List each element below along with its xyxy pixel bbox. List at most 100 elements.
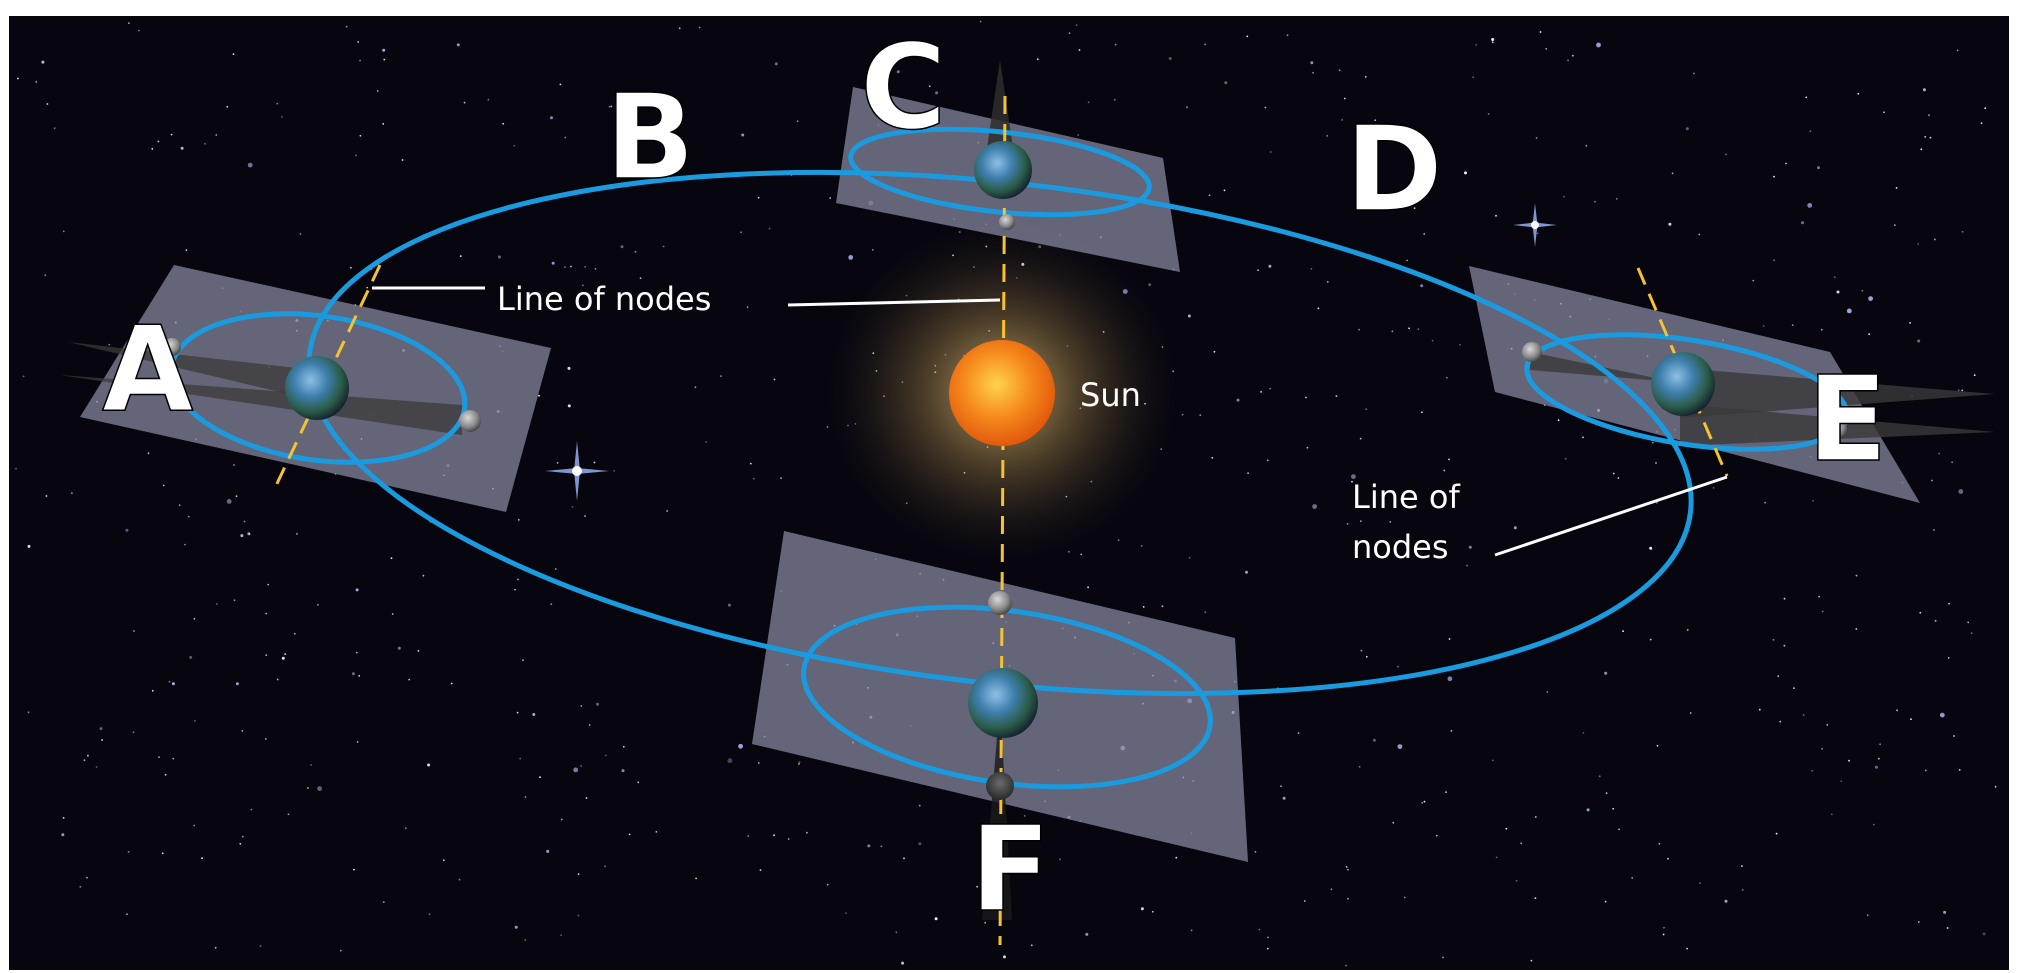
star (1085, 932, 1089, 936)
star (355, 651, 358, 654)
star (757, 762, 760, 764)
star (1699, 882, 1701, 884)
earth-shadow-f (982, 700, 1012, 920)
star (1446, 376, 1448, 379)
star (1023, 815, 1026, 817)
star (1365, 408, 1368, 411)
star (550, 603, 553, 606)
star (1466, 564, 1468, 567)
star (637, 781, 640, 784)
star (1435, 834, 1438, 837)
star (189, 655, 193, 659)
star (1520, 842, 1523, 845)
star (787, 838, 790, 840)
star (204, 142, 207, 145)
star (404, 827, 407, 830)
star (554, 568, 557, 570)
star (1773, 259, 1775, 262)
star (1397, 665, 1399, 668)
star (1030, 944, 1033, 947)
star (1360, 520, 1362, 523)
star (226, 105, 229, 108)
star (741, 133, 745, 137)
star (1920, 148, 1923, 151)
star (1772, 638, 1775, 641)
star (1330, 888, 1333, 891)
star (903, 857, 905, 860)
star (1779, 720, 1782, 723)
star (1946, 927, 1949, 929)
star (1338, 69, 1341, 72)
star (62, 230, 65, 233)
star (1970, 632, 1973, 634)
star (1351, 474, 1356, 479)
star (351, 672, 355, 676)
star (514, 588, 516, 591)
star (1247, 472, 1249, 474)
star (1961, 389, 1964, 392)
star (1515, 879, 1518, 882)
star (1982, 932, 1986, 936)
star (1820, 328, 1823, 331)
star (1605, 792, 1608, 794)
star (1087, 101, 1090, 104)
line-of-nodes-label-right-1: Line of (1352, 478, 1460, 516)
star (516, 711, 519, 714)
moon-orbit-e (1524, 332, 1850, 452)
star (1359, 437, 1362, 440)
star (639, 277, 642, 280)
star (1917, 921, 1920, 923)
star (564, 136, 567, 139)
star (1351, 480, 1353, 483)
star (193, 617, 196, 620)
position-label-c: C (860, 18, 947, 156)
star (1758, 708, 1761, 711)
star (1868, 296, 1873, 301)
star (1980, 122, 1983, 125)
star (694, 386, 697, 389)
star (662, 245, 665, 248)
star (867, 844, 871, 848)
star (240, 534, 244, 538)
position-label-f: F (970, 800, 1051, 938)
star (61, 833, 65, 837)
star (1254, 850, 1257, 853)
star (1392, 821, 1395, 824)
star (573, 767, 579, 773)
star (287, 813, 290, 816)
star (1545, 48, 1548, 50)
star (976, 885, 978, 888)
star (928, 85, 931, 88)
sun-label: Sun (1080, 376, 1141, 414)
star (44, 274, 47, 276)
star (265, 654, 268, 656)
star (1113, 98, 1116, 101)
star (1826, 724, 1829, 726)
star (896, 70, 900, 74)
star (1957, 389, 1960, 392)
moon-e-right (1829, 420, 1847, 438)
star (780, 477, 782, 480)
star (596, 702, 599, 706)
star (1875, 765, 1878, 769)
star (1358, 765, 1361, 768)
star (172, 757, 175, 760)
star (170, 133, 173, 136)
star (532, 713, 536, 716)
star (604, 754, 607, 757)
star (1868, 333, 1871, 336)
star (127, 22, 130, 24)
star (1622, 630, 1624, 633)
star (1724, 899, 1728, 903)
star (1491, 38, 1495, 41)
position-label-e: E (1807, 350, 1888, 488)
star (248, 533, 251, 535)
star (168, 680, 171, 683)
star (233, 464, 235, 466)
star (522, 659, 524, 662)
star (1667, 857, 1669, 860)
star (1534, 816, 1537, 818)
star (1883, 111, 1885, 114)
star (1317, 307, 1320, 310)
